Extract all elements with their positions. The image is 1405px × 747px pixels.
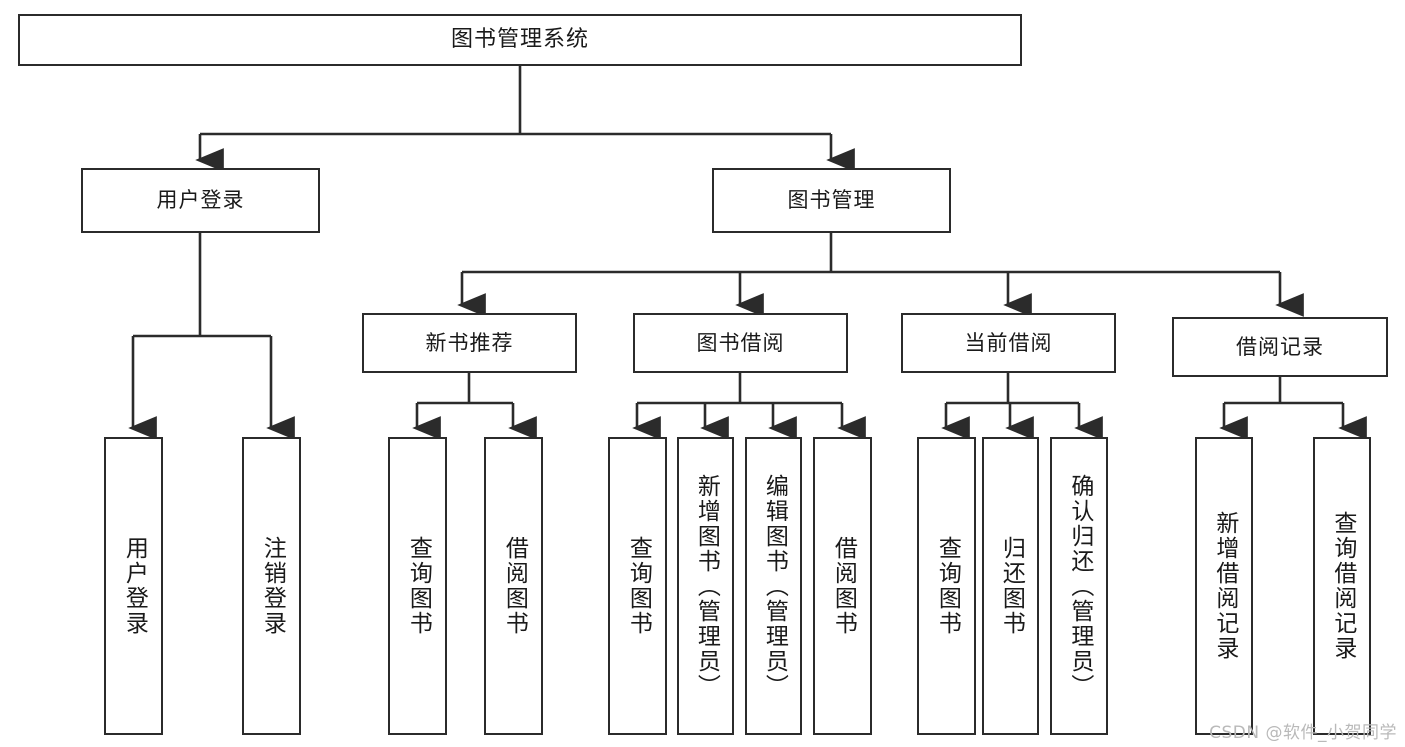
node-book-management[interactable]: 图书管理 (712, 168, 951, 233)
leaf-user-login[interactable]: 用户登录 (104, 437, 163, 735)
leaf-return-book[interactable]: 归还图书 (982, 437, 1039, 735)
node-current-borrow[interactable]: 当前借阅 (901, 313, 1116, 373)
node-root-book-management-system[interactable]: 图书管理系统 (18, 14, 1022, 66)
leaf-label: 借阅图书 (830, 536, 857, 636)
node-new-book-recommend[interactable]: 新书推荐 (362, 313, 577, 373)
leaf-label: 注销登录 (259, 536, 286, 636)
leaf-query-book-borrow[interactable]: 查询图书 (608, 437, 667, 735)
leaf-label: 查询图书 (625, 536, 652, 636)
leaf-borrow-book-recommend[interactable]: 借阅图书 (484, 437, 543, 735)
leaf-label: 查询借阅记录 (1329, 511, 1356, 661)
leaf-label: 归还图书 (998, 536, 1025, 636)
leaf-query-book-recommend[interactable]: 查询图书 (388, 437, 447, 735)
leaf-label: 新增图书（管理员） (693, 473, 720, 699)
leaf-label: 借阅图书 (501, 536, 528, 636)
leaf-add-book-admin[interactable]: 新增图书（管理员） (677, 437, 734, 735)
leaf-label: 用户登录 (121, 536, 148, 636)
leaf-logout[interactable]: 注销登录 (242, 437, 301, 735)
leaf-edit-book-admin[interactable]: 编辑图书（管理员） (745, 437, 802, 735)
leaf-query-book-current[interactable]: 查询图书 (917, 437, 976, 735)
leaf-label: 查询图书 (405, 536, 432, 636)
leaf-borrow-book[interactable]: 借阅图书 (813, 437, 872, 735)
leaf-label: 新增借阅记录 (1211, 511, 1238, 661)
leaf-confirm-return-admin[interactable]: 确认归还（管理员） (1050, 437, 1108, 735)
node-borrow-record[interactable]: 借阅记录 (1172, 317, 1388, 377)
node-book-borrow[interactable]: 图书借阅 (633, 313, 848, 373)
leaf-label: 查询图书 (934, 536, 961, 636)
leaf-label: 确认归还（管理员） (1066, 473, 1093, 699)
leaf-add-borrow-record[interactable]: 新增借阅记录 (1195, 437, 1253, 735)
node-user-login[interactable]: 用户登录 (81, 168, 320, 233)
leaf-label: 编辑图书（管理员） (761, 473, 788, 699)
watermark-text: CSDN @软件_小贺同学 (1209, 723, 1397, 743)
leaf-query-borrow-record[interactable]: 查询借阅记录 (1313, 437, 1371, 735)
